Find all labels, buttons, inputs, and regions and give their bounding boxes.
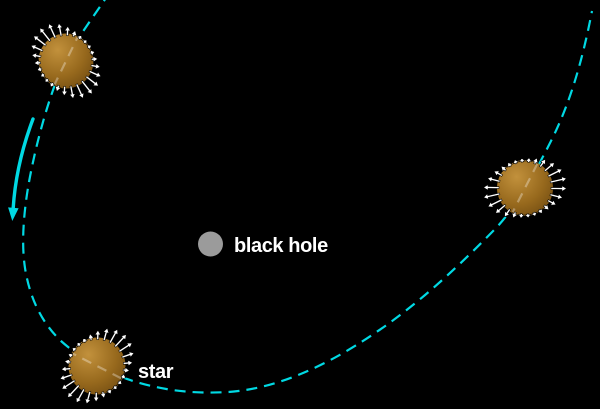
tidal-arrow-icon <box>72 347 78 353</box>
tidal-arrow-icon <box>538 158 546 168</box>
tidal-arrow-icon <box>67 384 81 398</box>
tidal-arrow-icon <box>543 204 550 211</box>
tidal-arrow-icon <box>121 351 135 359</box>
tidal-arrow-icon <box>30 44 44 52</box>
tidal-arrow-icon <box>550 185 567 192</box>
tidal-arrow-icon <box>56 22 63 37</box>
tidal-arrow-icon <box>511 211 518 219</box>
tidal-arrow-icon <box>487 198 503 208</box>
tidal-arrow-icon <box>61 379 76 390</box>
tidal-arrow-icon <box>31 52 42 60</box>
tidal-arrow-icon <box>507 162 513 168</box>
tidal-arrow-icon <box>92 392 100 403</box>
tidal-arrow-icon <box>60 365 72 373</box>
tidal-arrow-icon <box>91 55 99 63</box>
motion-arrow-head-icon <box>8 207 19 221</box>
tidal-arrow-icon <box>525 157 532 163</box>
tidal-arrow-icon <box>88 70 102 78</box>
orbit-through-star <box>52 34 80 88</box>
orbit-through-star <box>510 161 540 215</box>
tidal-arrow-icon <box>500 165 507 172</box>
tidal-arrow-icon <box>44 77 51 83</box>
tidal-arrow-icon <box>81 39 88 45</box>
tidal-arrow-icon <box>549 193 563 200</box>
tidal-arrow-icon <box>108 328 119 344</box>
tidal-arrow-icon <box>69 85 76 100</box>
tidal-arrow-icon <box>518 213 525 219</box>
star-top-left <box>30 22 102 100</box>
tidal-arrow-icon <box>47 23 57 39</box>
tidal-arrow-icon <box>111 384 118 390</box>
tidal-arrow-icon <box>84 390 92 405</box>
tidal-arrow-icon <box>75 83 85 99</box>
tidal-arrow-icon <box>118 342 133 353</box>
tidal-arrow-icon <box>116 379 122 385</box>
tidal-arrow-icon <box>94 329 102 340</box>
tidal-arrow-icon <box>70 30 78 38</box>
black-hole-label: black hole <box>234 235 328 257</box>
tidal-arrow-icon <box>512 159 520 165</box>
tidal-arrow-icon <box>82 337 89 344</box>
tidal-arrow-icon <box>39 27 52 43</box>
tidal-arrow-icon <box>518 157 526 163</box>
tidal-arrow-icon <box>36 65 43 73</box>
tidal-arrow-icon <box>54 84 62 92</box>
tidal-arrow-icon <box>40 71 46 78</box>
tidal-arrow-icon <box>102 327 110 342</box>
tidal-arrow-icon <box>504 208 512 218</box>
tidal-arrow-icon <box>99 391 107 399</box>
tidal-arrow-icon <box>483 184 500 191</box>
tidal-arrow-icon <box>532 157 539 165</box>
tidal-arrow-icon <box>75 388 86 404</box>
motion-arrow-shaft <box>11 117 35 210</box>
tidal-arrow-icon <box>67 352 74 359</box>
tidal-arrow-icon <box>76 342 83 348</box>
tidal-arrow-icon <box>90 62 101 70</box>
tidal-arrow-icon <box>105 388 112 395</box>
star-bottom-left <box>59 327 135 405</box>
tidal-arrow-icon <box>524 213 532 219</box>
tidal-arrow-icon <box>33 35 47 47</box>
tidal-arrow-icon <box>487 176 501 183</box>
star-sphere <box>38 33 94 89</box>
black-hole-circle <box>198 231 223 257</box>
tidal-arrow-icon <box>547 199 557 206</box>
star-sphere <box>497 160 553 216</box>
tidal-arrow-icon <box>61 86 68 97</box>
tidal-arrow-icon <box>49 81 56 88</box>
tidal-arrow-icon <box>87 333 95 341</box>
tidal-arrow-icon <box>547 168 563 178</box>
orbit-through-star <box>69 351 125 381</box>
stars-layer <box>30 22 567 405</box>
tidal-arrow-icon <box>89 49 96 57</box>
star-sphere <box>68 337 126 395</box>
star-right <box>483 157 567 219</box>
tidal-arrow-icon <box>537 208 543 214</box>
star-label: star <box>138 361 174 383</box>
tidal-arrow-icon <box>64 358 72 366</box>
tidal-arrow-icon <box>543 162 555 173</box>
tidal-arrow-icon <box>76 34 83 41</box>
tidal-arrow-icon <box>113 334 127 348</box>
tidal-arrow-icon <box>483 192 501 200</box>
tidal-arrow-icon <box>64 25 71 36</box>
tidal-arrow-icon <box>495 203 507 214</box>
orbital-motion-arrow <box>8 117 35 221</box>
tidal-arrow-icon <box>33 59 41 67</box>
tidal-arrow-icon <box>530 211 538 217</box>
tidal-arrow-icon <box>122 359 134 367</box>
tidal-arrow-icon <box>85 75 99 87</box>
tidal-arrow-icon <box>80 79 93 95</box>
tidal-arrow-icon <box>59 373 73 381</box>
tidal-arrow-icon <box>549 176 567 184</box>
tidal-arrow-icon <box>120 373 127 380</box>
tidal-arrow-icon <box>493 170 503 177</box>
tidal-arrow-icon <box>122 366 130 374</box>
tidal-arrow-icon <box>86 44 92 51</box>
